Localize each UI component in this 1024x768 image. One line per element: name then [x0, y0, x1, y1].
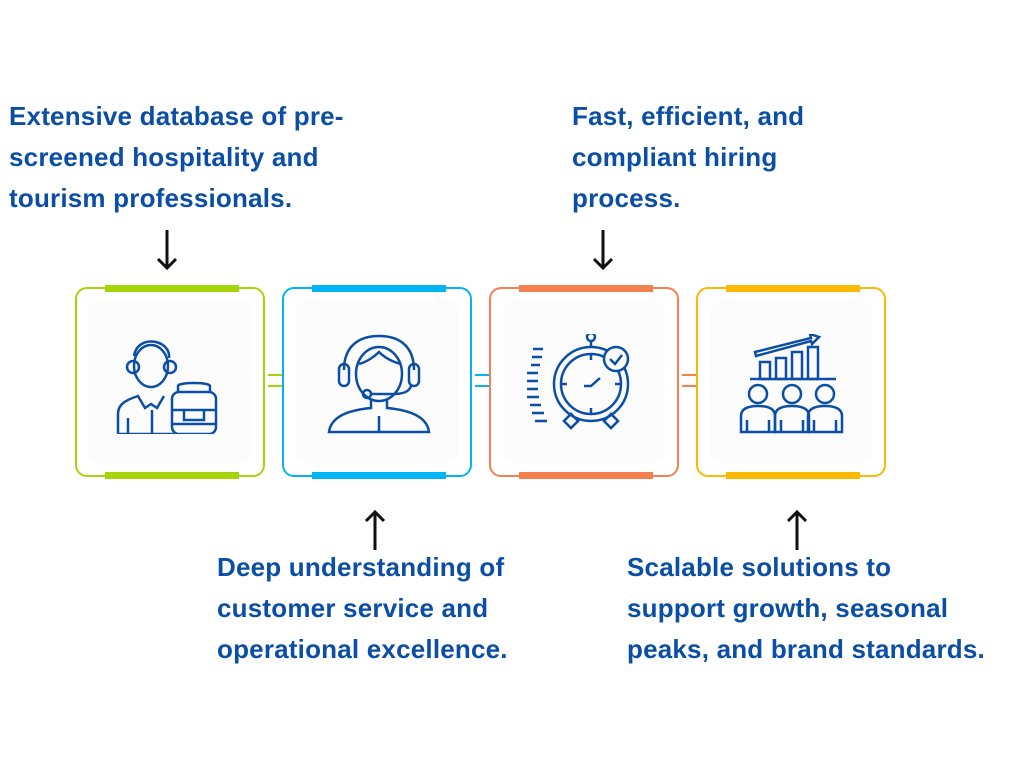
- step-1-card: [75, 285, 265, 479]
- step-4-text: Scalable solutions to support growth, se…: [627, 552, 985, 664]
- step-2-text: Deep understanding of customer service a…: [217, 552, 508, 664]
- alarm-clock-check-icon: [527, 334, 630, 430]
- arrow-down-icon: [156, 230, 178, 271]
- connector: [475, 374, 491, 387]
- team-growth-chart-icon: [739, 334, 844, 434]
- receptionist-icon: [116, 340, 218, 434]
- step-3-card: [489, 285, 679, 479]
- connector: [682, 374, 698, 387]
- connector: [268, 374, 284, 387]
- step-1-text: Extensive database of pre- screened hosp…: [9, 101, 344, 213]
- headset-agent-icon: [327, 334, 431, 434]
- arrow-down-icon: [592, 230, 614, 271]
- arrow-up-icon: [786, 509, 808, 550]
- step-4-card: [696, 285, 886, 479]
- arrow-up-icon: [364, 509, 386, 550]
- step-2-card: [282, 285, 472, 479]
- step-3-text: Fast, efficient, and compliant hiring pr…: [572, 101, 805, 213]
